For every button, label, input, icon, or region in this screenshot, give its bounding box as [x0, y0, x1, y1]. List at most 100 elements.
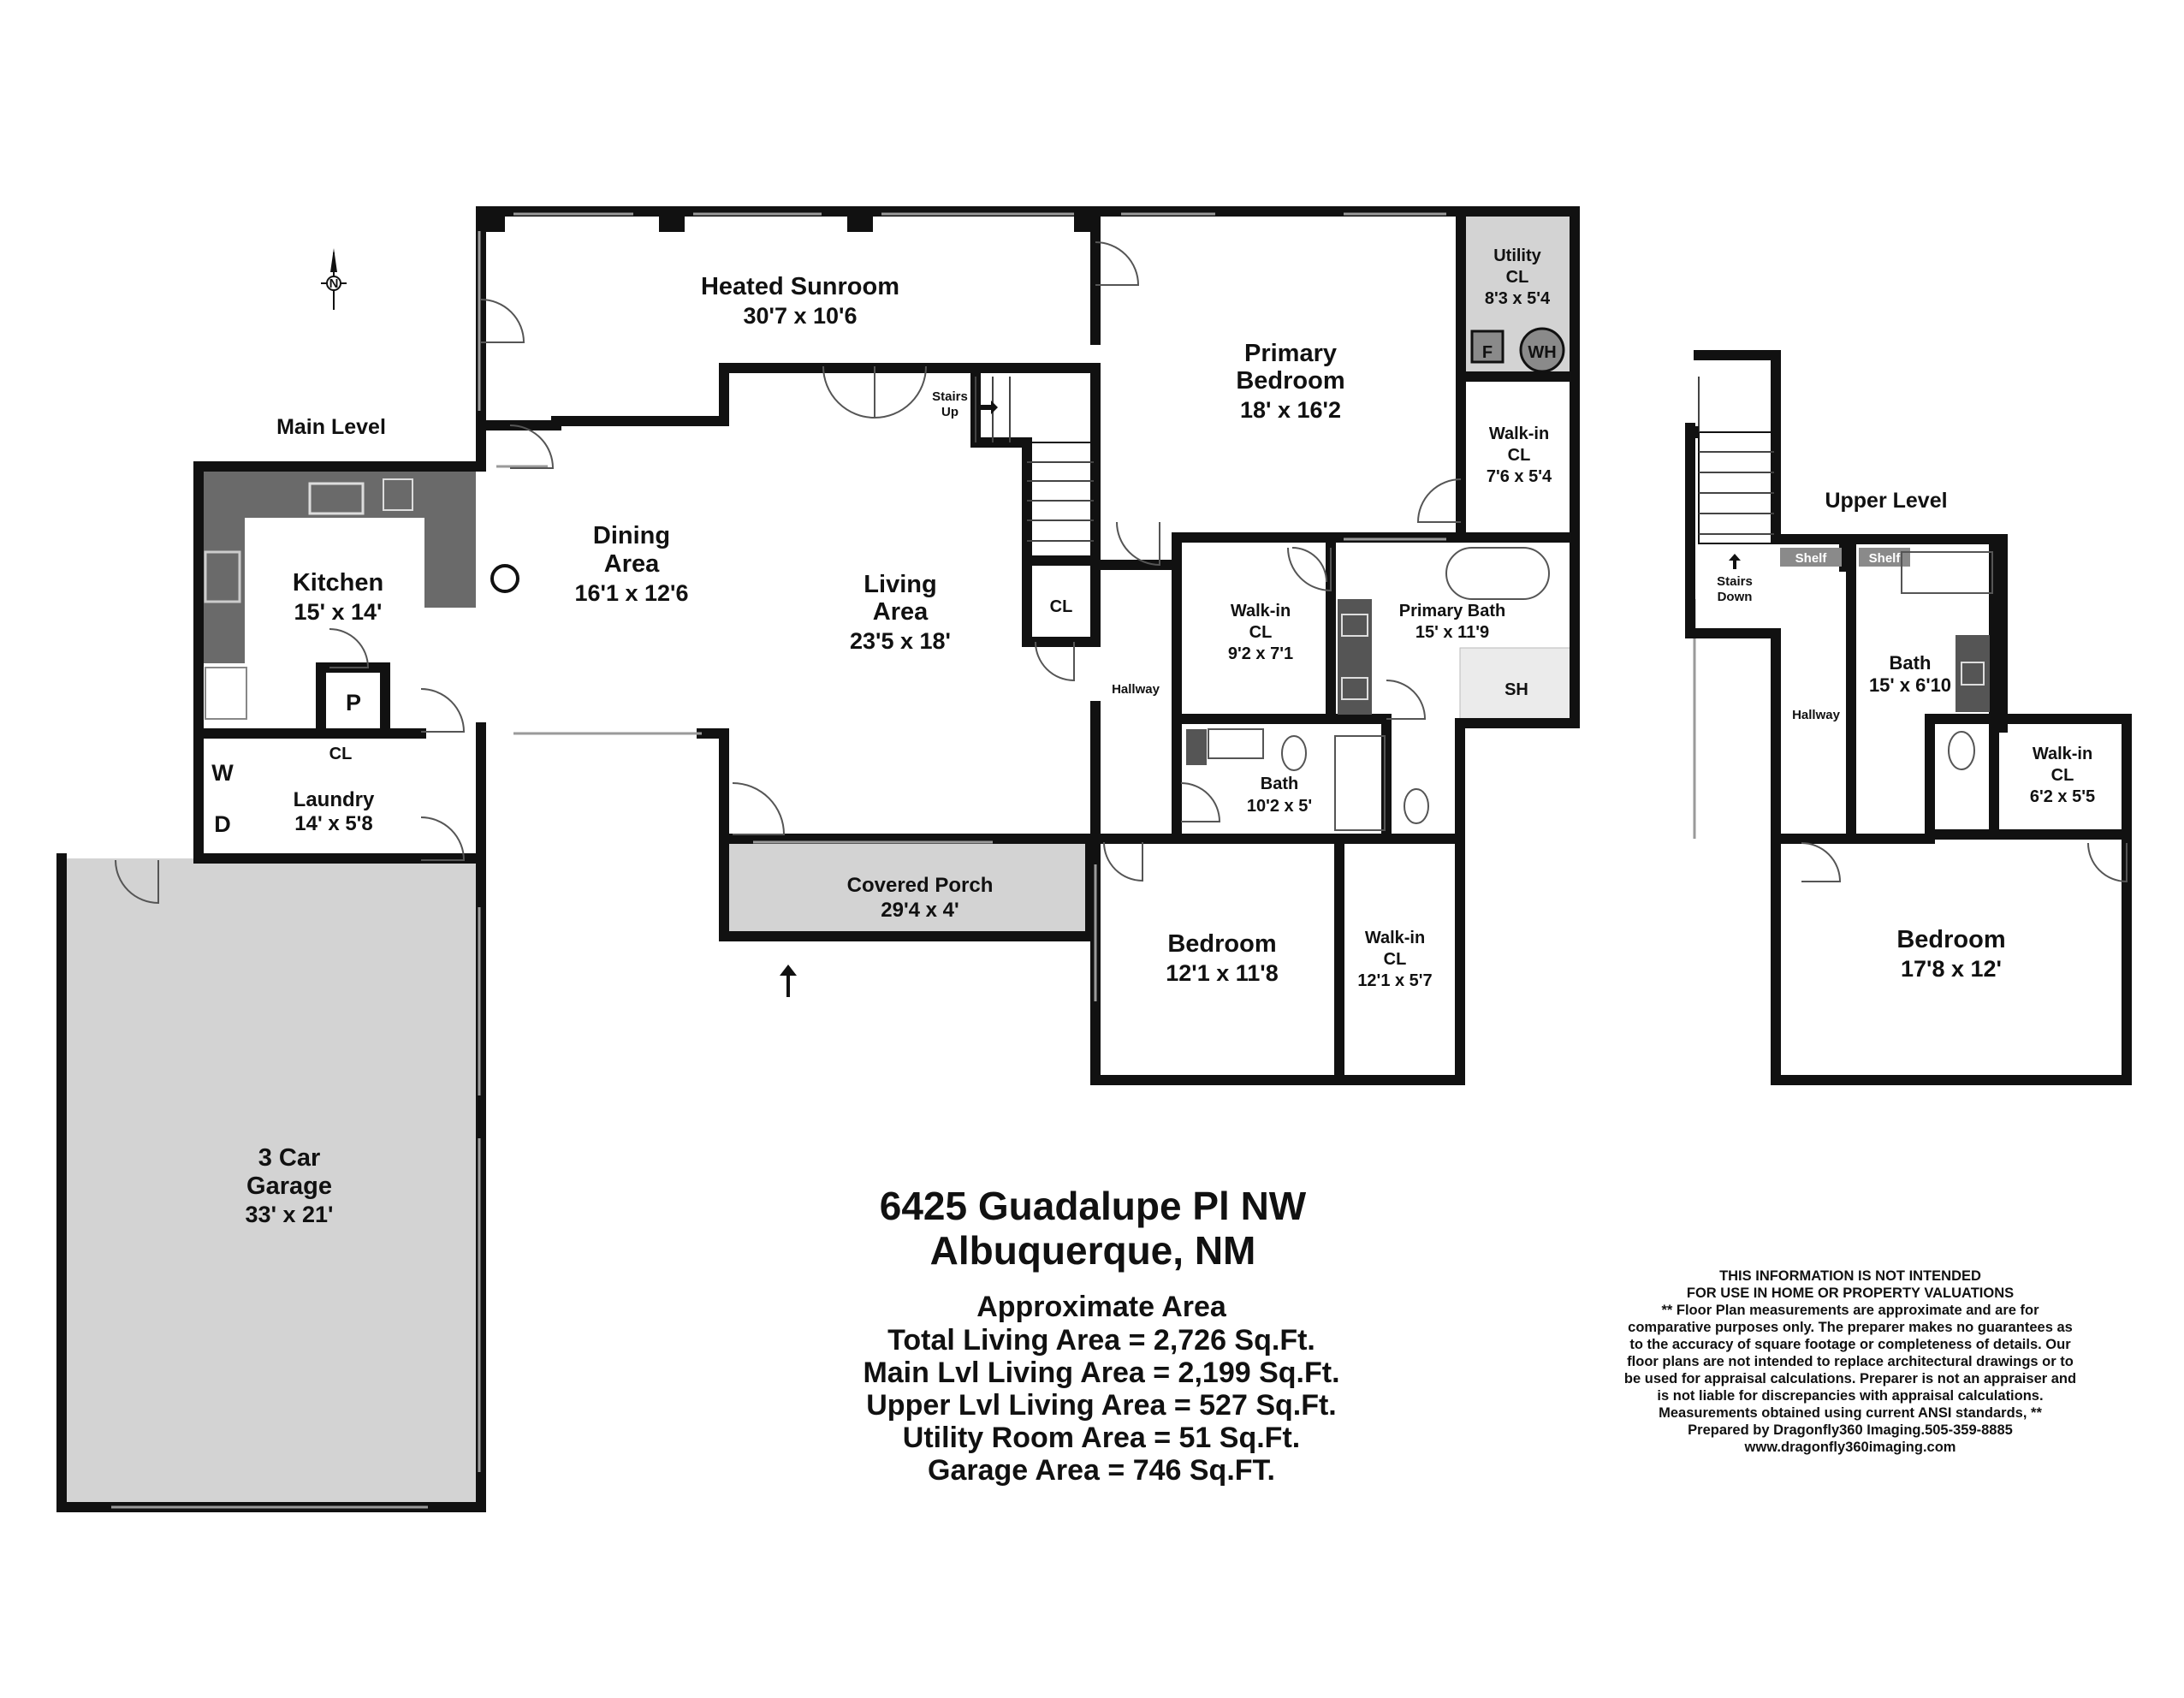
bedroom-upper-name: Bedroom	[1896, 926, 2005, 953]
hallway-upper-label: Hallway	[1792, 708, 1841, 722]
covered-porch-name: Covered Porch	[847, 874, 994, 897]
dining-dim: 16'1 x 12'6	[575, 580, 689, 606]
primary-bath-dim: 15' x 11'9	[1415, 623, 1489, 642]
walkin-bedroom-name-1: Walk-in	[1365, 929, 1425, 947]
area-line: Main Lvl Living Area = 2,199 Sq.Ft.	[863, 1357, 1339, 1389]
area-line: Utility Room Area = 51 Sq.Ft.	[903, 1422, 1300, 1454]
walkin-upper-name-1: Walk-in	[2033, 745, 2092, 763]
primary-bedroom-name-2: Bedroom	[1236, 367, 1344, 395]
walkin-primary-name-1: Walk-in	[1489, 424, 1549, 443]
doors	[115, 241, 1462, 905]
garage-dim: 33' x 21'	[246, 1202, 334, 1227]
bedroom-main-name: Bedroom	[1167, 930, 1276, 958]
disclaimer-line: www.dragonfly360imaging.com	[1744, 1440, 1956, 1455]
walkin-upper-name-2: CL	[2051, 766, 2074, 785]
living-name-1: Living	[864, 571, 936, 598]
disclaimer-line: THIS INFORMATION IS NOT INTENDED	[1719, 1268, 1981, 1284]
pantry-label: P	[346, 690, 361, 715]
shelf-1-label: Shelf	[1795, 551, 1828, 566]
stairs-up-arrow-icon	[981, 401, 998, 414]
room-labels: Main Level Upper Level Heated Sunroom 30…	[211, 246, 2095, 1227]
stairs-down-label-1: Stairs	[1717, 574, 1753, 589]
sunroom-dim: 30'7 x 10'6	[744, 303, 858, 329]
bedroom-main-dim: 12'1 x 11'8	[1166, 960, 1278, 986]
area-line: Upper Lvl Living Area = 527 Sq.Ft.	[866, 1389, 1337, 1422]
posts	[481, 211, 1098, 232]
disclaimer-line: Measurements obtained using current ANSI…	[1659, 1405, 2042, 1421]
upper-level-walls	[1685, 350, 2132, 1085]
windows	[111, 212, 2114, 1509]
walkin-bedroom-name-2: CL	[1384, 950, 1407, 969]
stairs-up-label-2: Up	[941, 405, 958, 419]
disclaimer-line: be used for appraisal calculations. Prep…	[1624, 1371, 2076, 1386]
walkin-bath-dim: 9'2 x 7'1	[1228, 644, 1293, 663]
stairs-upper	[1690, 377, 1775, 569]
garage-fill	[62, 858, 481, 1507]
stairs-down-label-2: Down	[1718, 590, 1753, 604]
disclaimer-line: ** Floor Plan measurements are approxima…	[1661, 1303, 2039, 1318]
stairs-up-label-1: Stairs	[932, 389, 968, 404]
laundry-w-label: W	[211, 760, 234, 786]
bath-upper-dim: 15' x 6'10	[1869, 674, 1951, 696]
walkin-bath-name-1: Walk-in	[1231, 602, 1291, 620]
area-line: Total Living Area = 2,726 Sq.Ft.	[887, 1324, 1315, 1357]
entry-arrow-icon	[780, 965, 797, 997]
primary-bath-name: Primary Bath	[1399, 602, 1506, 620]
living-dim: 23'5 x 18'	[850, 628, 951, 654]
bedroom-upper-dim: 17'8 x 12'	[1901, 956, 2002, 982]
compass-label: N	[329, 276, 339, 291]
areas-heading: Approximate Area	[976, 1291, 1227, 1323]
shelf-2-label: Shelf	[1869, 551, 1902, 566]
primary-bedroom-name-1: Primary	[1244, 340, 1337, 367]
laundry-d-label: D	[214, 811, 231, 837]
upper-level-label: Upper Level	[1825, 489, 1947, 513]
kitchen-name: Kitchen	[293, 569, 383, 597]
walkin-bath-name-2: CL	[1249, 623, 1273, 642]
stairs-main	[975, 377, 1095, 561]
address-line-1: 6425 Guadalupe Pl NW	[880, 1184, 1307, 1228]
sunroom-name: Heated Sunroom	[701, 273, 899, 300]
water-heater-label: WH	[1528, 343, 1556, 362]
walkin-bedroom-dim: 12'1 x 5'7	[1357, 971, 1432, 990]
bath-main-name: Bath	[1261, 775, 1298, 793]
laundry-dim: 14' x 5'8	[294, 812, 373, 835]
walkin-upper-dim: 6'2 x 5'5	[2030, 787, 2095, 806]
disclaimer-line: is not liable for discrepancies with app…	[1657, 1388, 2043, 1404]
disclaimer-line: to the accuracy of square footage or com…	[1629, 1337, 2071, 1352]
info-block: 6425 Guadalupe Pl NW Albuquerque, NM App…	[863, 1184, 1339, 1487]
compass-icon	[321, 248, 347, 310]
dining-name-2: Area	[604, 550, 660, 578]
garage-name-2: Garage	[246, 1173, 332, 1200]
bath-fixtures	[1186, 547, 1550, 831]
shelf-2-box	[1859, 548, 1910, 567]
laundry-name: Laundry	[294, 788, 375, 811]
furnace-label: F	[1482, 343, 1493, 362]
upper-bath-fixtures	[1901, 551, 1993, 770]
upper-doors	[1801, 842, 2128, 883]
bath-main-dim: 10'2 x 5'	[1247, 797, 1312, 816]
furnace-box	[1470, 330, 1504, 364]
walkin-primary-dim: 7'6 x 5'4	[1487, 467, 1552, 486]
kitchen-dim: 15' x 14'	[294, 599, 383, 625]
kitchen-counters	[204, 472, 519, 720]
disclaimer-line: Prepared by Dragonfly360 Imaging.505-359…	[1688, 1422, 2013, 1438]
garage-name-1: 3 Car	[258, 1144, 321, 1172]
hallway-main-label: Hallway	[1112, 682, 1160, 697]
cl-living-label: CL	[1050, 597, 1073, 616]
bath-upper-name: Bath	[1890, 652, 1932, 674]
walkin-primary-name-2: CL	[1508, 446, 1531, 465]
disclaimer: THIS INFORMATION IS NOT INTENDED FOR USE…	[1624, 1268, 2076, 1455]
covered-porch-fill	[724, 842, 1090, 936]
disclaimer-line: comparative purposes only. The preparer …	[1628, 1320, 2073, 1335]
covered-porch-dim: 29'4 x 4'	[881, 899, 959, 922]
dining-name-1: Dining	[593, 522, 670, 549]
shelf-1-box	[1780, 548, 1842, 567]
utility-cl-name-2: CL	[1506, 268, 1529, 287]
main-level-label: Main Level	[276, 415, 386, 439]
utility-cl-name-1: Utility	[1493, 246, 1541, 265]
water-heater-circle	[1519, 327, 1565, 373]
address-line-2: Albuquerque, NM	[930, 1228, 1256, 1273]
primary-bedroom-dim: 18' x 16'2	[1240, 397, 1341, 423]
utility-cl-dim: 8'3 x 5'4	[1485, 289, 1551, 308]
